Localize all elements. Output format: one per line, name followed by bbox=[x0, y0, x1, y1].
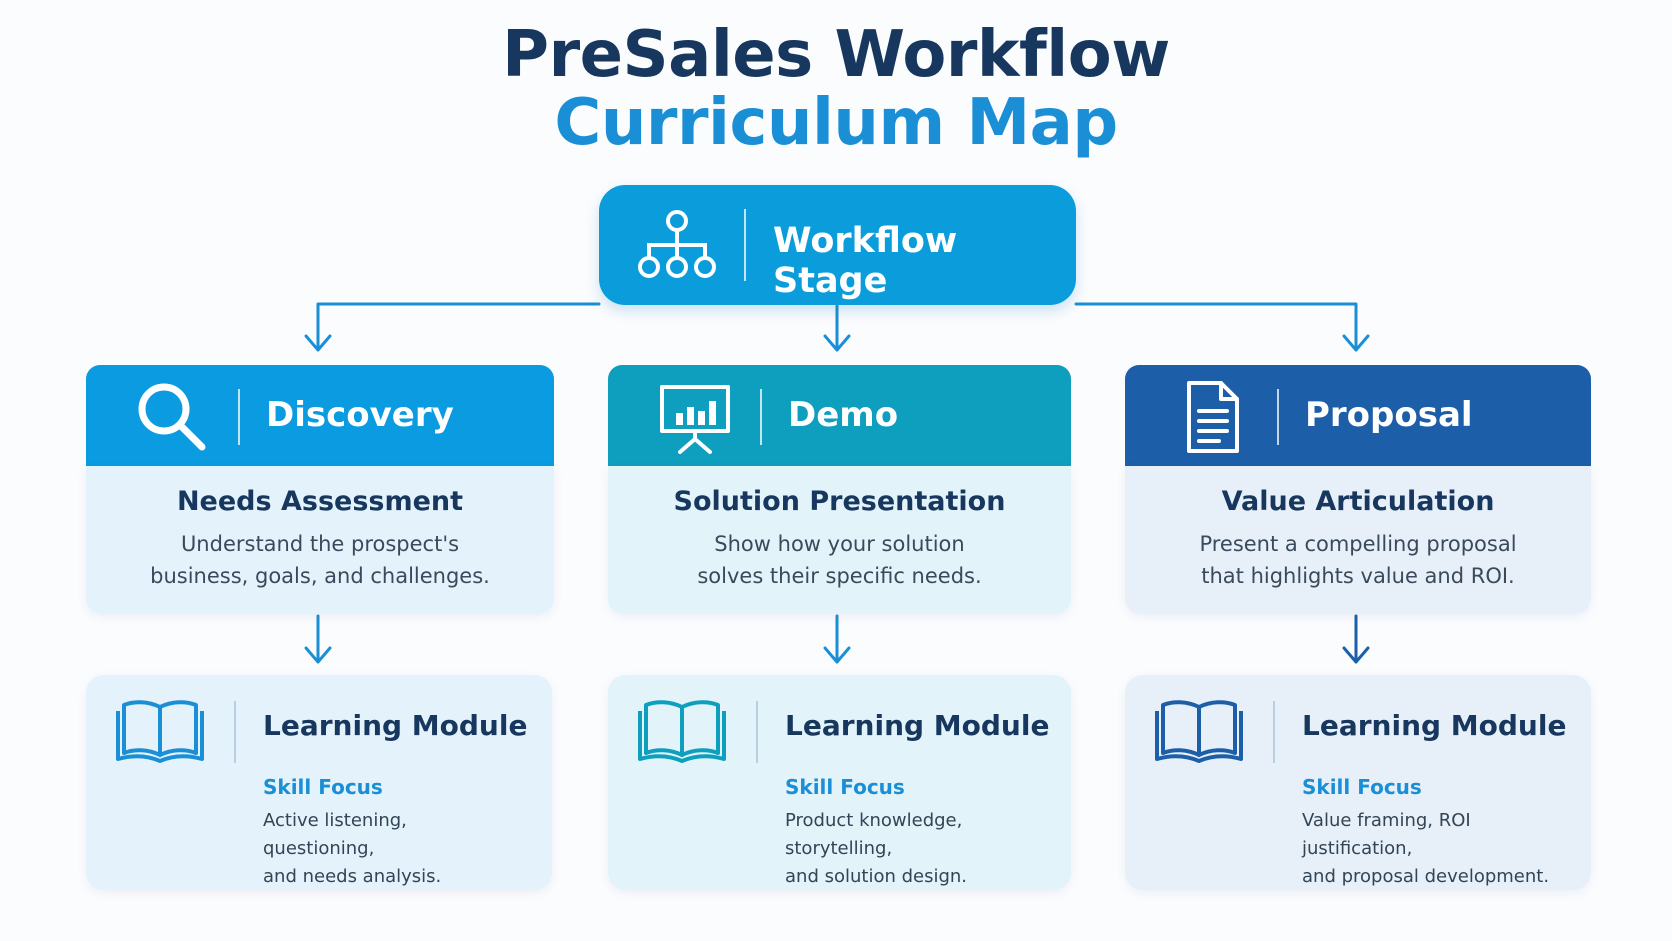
stage-divider bbox=[238, 389, 240, 445]
stage-body-description: Present a compelling proposal that highl… bbox=[1145, 528, 1571, 592]
arrowhead-demo bbox=[823, 334, 851, 352]
module-divider bbox=[234, 701, 236, 763]
module-title: Learning Module bbox=[1302, 709, 1567, 742]
stage-divider bbox=[760, 389, 762, 445]
stage-body-discovery: Needs Assessment Understand the prospect… bbox=[86, 466, 554, 614]
skill-line: and needs analysis. bbox=[263, 866, 442, 887]
connector-root-to-proposal bbox=[1074, 302, 1358, 350]
document-icon bbox=[1187, 381, 1239, 453]
stage-label: Discovery bbox=[266, 395, 454, 435]
module-divider bbox=[1273, 701, 1275, 763]
root-divider bbox=[744, 209, 746, 281]
stage-body-title: Needs Assessment bbox=[176, 486, 464, 517]
stage-body-description: Show how your solution solves their spec… bbox=[628, 528, 1051, 592]
arrowhead-demo-module bbox=[823, 646, 851, 664]
stage-header-demo: Demo bbox=[608, 365, 1071, 466]
description-line: Understand the prospect's bbox=[180, 532, 460, 556]
module-title: Learning Module bbox=[785, 709, 1050, 742]
open-book-icon bbox=[1155, 700, 1243, 763]
title-line-1: PreSales Workflow bbox=[502, 18, 1170, 92]
stage-label: Proposal bbox=[1305, 395, 1473, 435]
description-line: solves their specific needs. bbox=[697, 564, 982, 588]
title-line-2: Curriculum Map bbox=[554, 86, 1118, 160]
skill-line: and proposal development. bbox=[1302, 866, 1550, 887]
skill-focus-description: Product knowledge, storytelling, and sol… bbox=[785, 807, 1045, 891]
learning-module-demo: Learning Module Skill Focus Product know… bbox=[608, 675, 1071, 890]
magnifier-icon bbox=[138, 383, 206, 451]
module-divider bbox=[756, 701, 758, 763]
connector-root-to-discovery bbox=[316, 302, 601, 350]
arrowhead-proposal bbox=[1342, 334, 1370, 352]
skill-focus-description: Value framing, ROI justification, and pr… bbox=[1302, 807, 1562, 891]
arrowhead-discovery bbox=[304, 334, 332, 352]
description-line: that highlights value and ROI. bbox=[1201, 564, 1515, 588]
stage-divider bbox=[1277, 389, 1279, 445]
stage-body-proposal: Value Articulation Present a compelling … bbox=[1125, 466, 1591, 614]
stage-label: Demo bbox=[788, 395, 899, 435]
description-line: Show how your solution bbox=[714, 532, 965, 556]
stage-body-title: Value Articulation bbox=[1221, 486, 1495, 517]
stage-header-discovery: Discovery bbox=[86, 365, 554, 466]
skill-focus-description: Active listening, questioning, and needs… bbox=[263, 807, 523, 891]
description-line: Present a compelling proposal bbox=[1199, 532, 1517, 556]
description-line: business, goals, and challenges. bbox=[150, 564, 490, 588]
learning-module-proposal: Learning Module Skill Focus Value framin… bbox=[1125, 675, 1591, 890]
stage-header-proposal: Proposal bbox=[1125, 365, 1591, 466]
arrowhead-proposal-module bbox=[1342, 646, 1370, 664]
arrowhead-discovery-module bbox=[304, 646, 332, 664]
skill-line: and solution design. bbox=[785, 866, 968, 887]
stage-body-description: Understand the prospect's business, goal… bbox=[106, 528, 534, 592]
skill-line: Product knowledge, storytelling, bbox=[785, 810, 963, 859]
skill-focus-label: Skill Focus bbox=[785, 775, 905, 799]
skill-focus-label: Skill Focus bbox=[263, 775, 383, 799]
learning-module-discovery: Learning Module Skill Focus Active liste… bbox=[86, 675, 552, 890]
workflow-stage-label: Workflow Stage bbox=[773, 221, 958, 301]
skill-line: Value framing, ROI justification, bbox=[1302, 810, 1471, 859]
skill-line: Active listening, questioning, bbox=[263, 810, 407, 859]
hierarchy-icon bbox=[638, 210, 716, 278]
skill-focus-label: Skill Focus bbox=[1302, 775, 1422, 799]
open-book-icon bbox=[116, 700, 204, 763]
stage-body-demo: Solution Presentation Show how your solu… bbox=[608, 466, 1071, 614]
workflow-stage-box: Workflow Stage bbox=[599, 185, 1076, 305]
stage-body-title: Solution Presentation bbox=[673, 486, 1006, 517]
open-book-icon bbox=[638, 700, 726, 763]
module-title: Learning Module bbox=[263, 709, 528, 742]
presentation-board-icon bbox=[660, 385, 730, 454]
